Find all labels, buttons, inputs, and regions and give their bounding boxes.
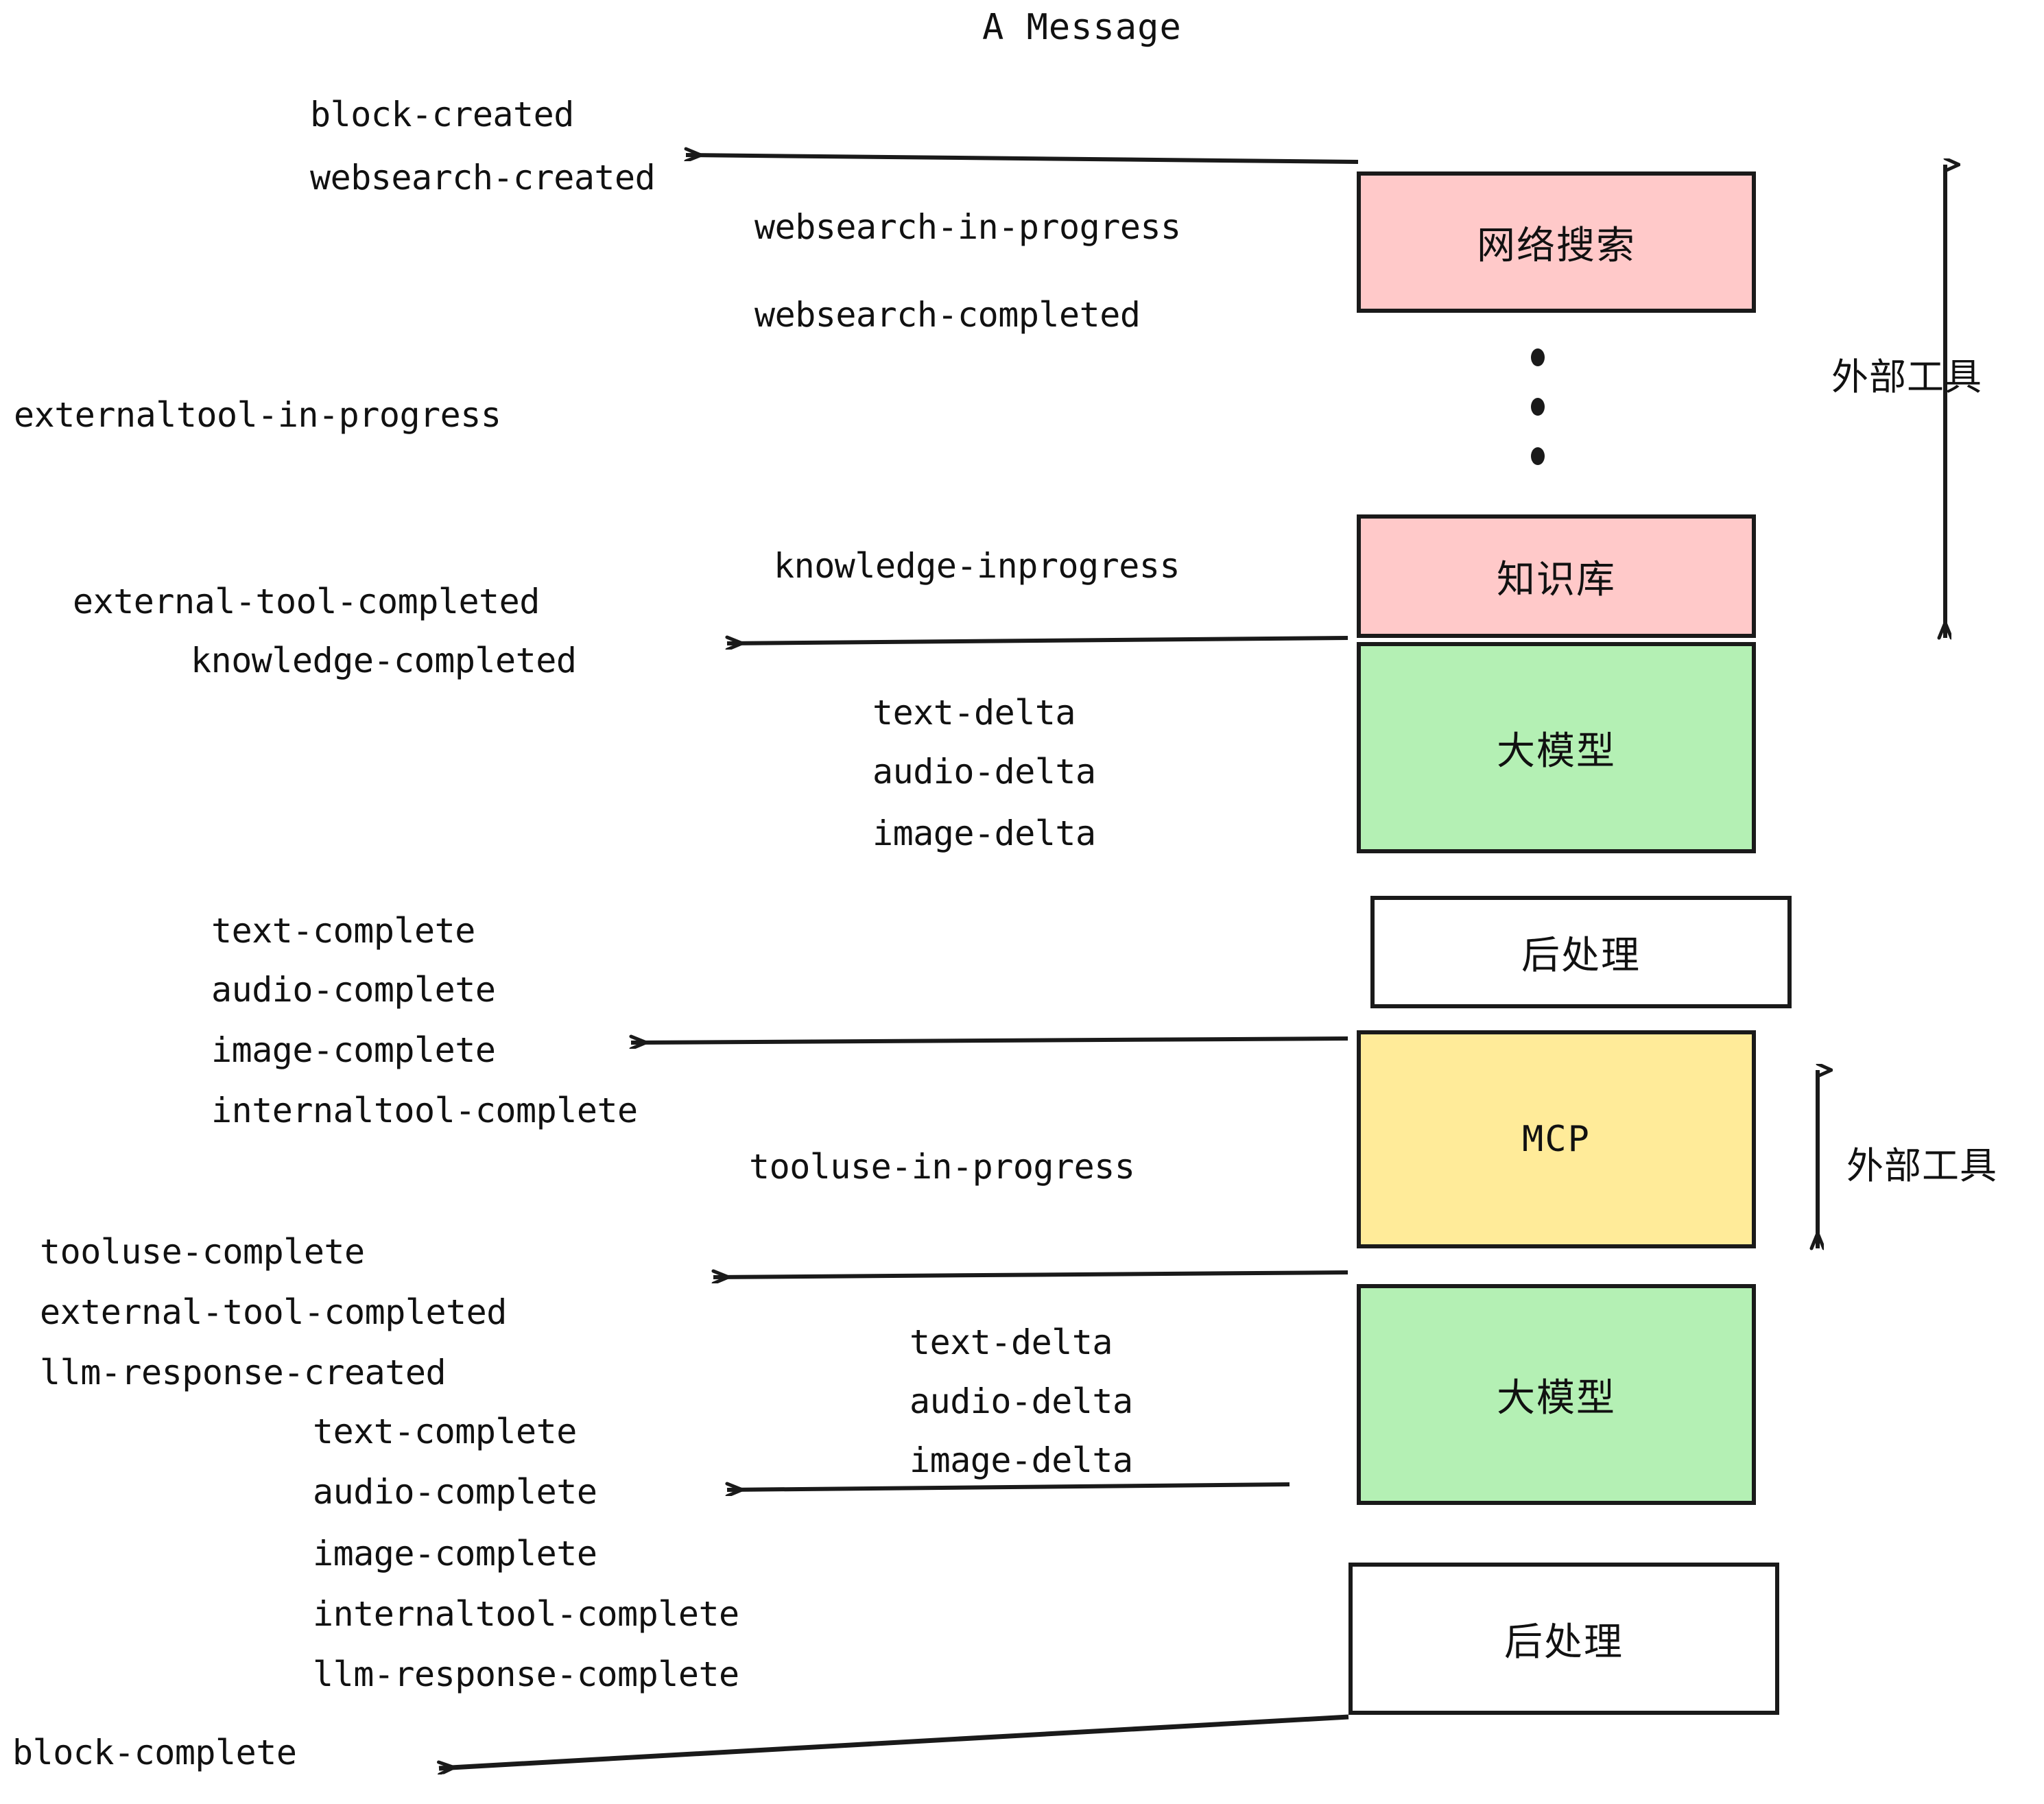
event-label-text-delta-2: text-delta [910, 1322, 1113, 1362]
node-label-postprocess-2: 后处理 [1504, 1619, 1624, 1665]
event-label-internaltool-complete-1: internaltool-complete [211, 1091, 638, 1130]
arrow-knowledge-completed [727, 638, 1348, 643]
node-llm-1[interactable]: 大模型 [1357, 642, 1756, 853]
event-label-llm-response-complete: llm-response-complete [313, 1654, 739, 1694]
event-label-websearch-created: websearch-created [310, 158, 656, 198]
node-label-llm-1: 大模型 [1497, 728, 1616, 774]
event-label-websearch-completed: websearch-completed [754, 295, 1141, 335]
node-label-websearch: 网络搜索 [1477, 223, 1636, 268]
event-label-audio-delta-2: audio-delta [910, 1381, 1133, 1421]
group-label-external-tools-bottom: 外部工具 [1846, 1144, 1997, 1187]
ellipsis-dot [1531, 348, 1545, 366]
event-label-externaltool-in-progress: externaltool-in-progress [14, 395, 501, 435]
event-label-block-created: block-created [310, 95, 574, 134]
arrow-image-complete-1 [631, 1039, 1348, 1043]
ellipsis-dot [1531, 447, 1545, 465]
node-label-mcp: MCP [1522, 1119, 1591, 1160]
arrow-audio-complete-2 [727, 1484, 1290, 1490]
event-label-audio-complete-2: audio-complete [313, 1472, 597, 1512]
event-label-audio-complete-1: audio-complete [211, 970, 496, 1010]
arrow-block-complete [439, 1714, 1349, 1768]
event-label-tooluse-in-progress: tooluse-in-progress [749, 1147, 1135, 1187]
arrow-websearch-created [686, 155, 1359, 164]
node-mcp[interactable]: MCP [1357, 1030, 1756, 1248]
event-label-knowledge-completed: knowledge-completed [191, 641, 577, 680]
event-label-knowledge-inprogress: knowledge-inprogress [774, 546, 1180, 586]
event-label-external-tool-completed-2: external-tool-completed [40, 1292, 507, 1332]
group-label-external-tools-top: 外部工具 [1831, 355, 1982, 399]
event-label-internaltool-complete-2: internaltool-complete [313, 1594, 739, 1634]
event-label-text-complete-1: text-complete [211, 911, 475, 951]
event-label-block-complete: block-complete [12, 1733, 297, 1772]
node-llm-2[interactable]: 大模型 [1357, 1284, 1756, 1505]
diagram-title: A Message [982, 7, 1182, 48]
event-label-websearch-in-progress: websearch-in-progress [754, 207, 1181, 247]
event-label-audio-delta-1: audio-delta [872, 752, 1096, 792]
node-label-postprocess-1: 后处理 [1521, 933, 1641, 978]
node-postprocess-2[interactable]: 后处理 [1348, 1563, 1779, 1715]
node-label-llm-2: 大模型 [1497, 1375, 1616, 1421]
event-label-tooluse-complete: tooluse-complete [40, 1232, 365, 1272]
event-label-image-delta-2: image-delta [910, 1440, 1133, 1480]
arrow-tooluse-complete [713, 1272, 1348, 1277]
event-label-llm-response-created: llm-response-created [40, 1353, 447, 1392]
event-label-text-complete-2: text-complete [313, 1412, 577, 1451]
node-websearch[interactable]: 网络搜索 [1357, 171, 1756, 313]
node-label-knowledge: 知识库 [1497, 557, 1616, 602]
event-label-external-tool-completed-1: external-tool-completed [73, 582, 540, 621]
event-label-image-complete-1: image-complete [211, 1030, 496, 1070]
event-label-text-delta-1: text-delta [872, 693, 1076, 733]
node-postprocess-1[interactable]: 后处理 [1370, 896, 1792, 1008]
ellipsis-dot [1531, 398, 1545, 416]
event-label-image-delta-1: image-delta [872, 814, 1096, 853]
event-label-image-complete-2: image-complete [313, 1534, 597, 1574]
node-knowledge[interactable]: 知识库 [1357, 514, 1756, 638]
